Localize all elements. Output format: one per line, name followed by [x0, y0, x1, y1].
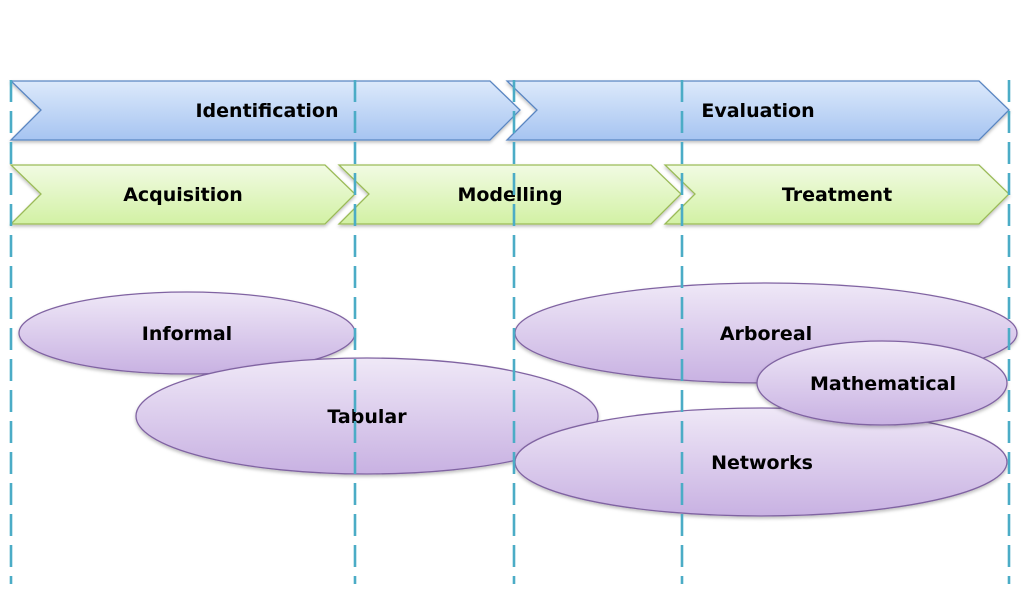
- phase-label-acquisition: Acquisition: [123, 184, 243, 206]
- chevron-shape: [9, 164, 356, 225]
- category-informal: Informal: [18, 291, 356, 375]
- chevron-shape: [505, 80, 1010, 141]
- phase-row-bottom: Acquisition Modelling Treatment: [9, 164, 1010, 225]
- phase-evaluation: Evaluation: [505, 80, 1010, 141]
- category-mathematical: Mathematical: [756, 340, 1008, 426]
- phase-label-evaluation: Evaluation: [701, 100, 814, 122]
- chevron-shape: [663, 164, 1010, 225]
- chevron-shape: [9, 80, 521, 141]
- category-label-tabular: Tabular: [327, 406, 407, 428]
- category-label-informal: Informal: [142, 323, 232, 345]
- phase-label-identification: Identification: [195, 100, 338, 122]
- category-label-arboreal: Arboreal: [720, 323, 812, 345]
- phase-row-top: Identification Evaluation: [9, 80, 1010, 141]
- phase-identification: Identification: [9, 80, 521, 141]
- phase-modelling: Modelling: [337, 164, 682, 225]
- category-ellipses: Informal Tabular Arboreal Networks Mathe…: [18, 282, 1018, 517]
- ellipse-shape: [756, 340, 1008, 426]
- phase-label-modelling: Modelling: [457, 184, 562, 206]
- phase-treatment: Treatment: [663, 164, 1010, 225]
- phase-label-treatment: Treatment: [782, 184, 892, 206]
- category-networks: Networks: [514, 407, 1008, 517]
- phase-acquisition: Acquisition: [9, 164, 356, 225]
- phase-dividers: [9, 80, 1011, 584]
- chevron-shape: [337, 164, 682, 225]
- ellipse-shape: [135, 357, 599, 475]
- category-label-mathematical: Mathematical: [810, 373, 956, 395]
- category-label-networks: Networks: [711, 452, 813, 474]
- category-tabular: Tabular: [135, 357, 599, 475]
